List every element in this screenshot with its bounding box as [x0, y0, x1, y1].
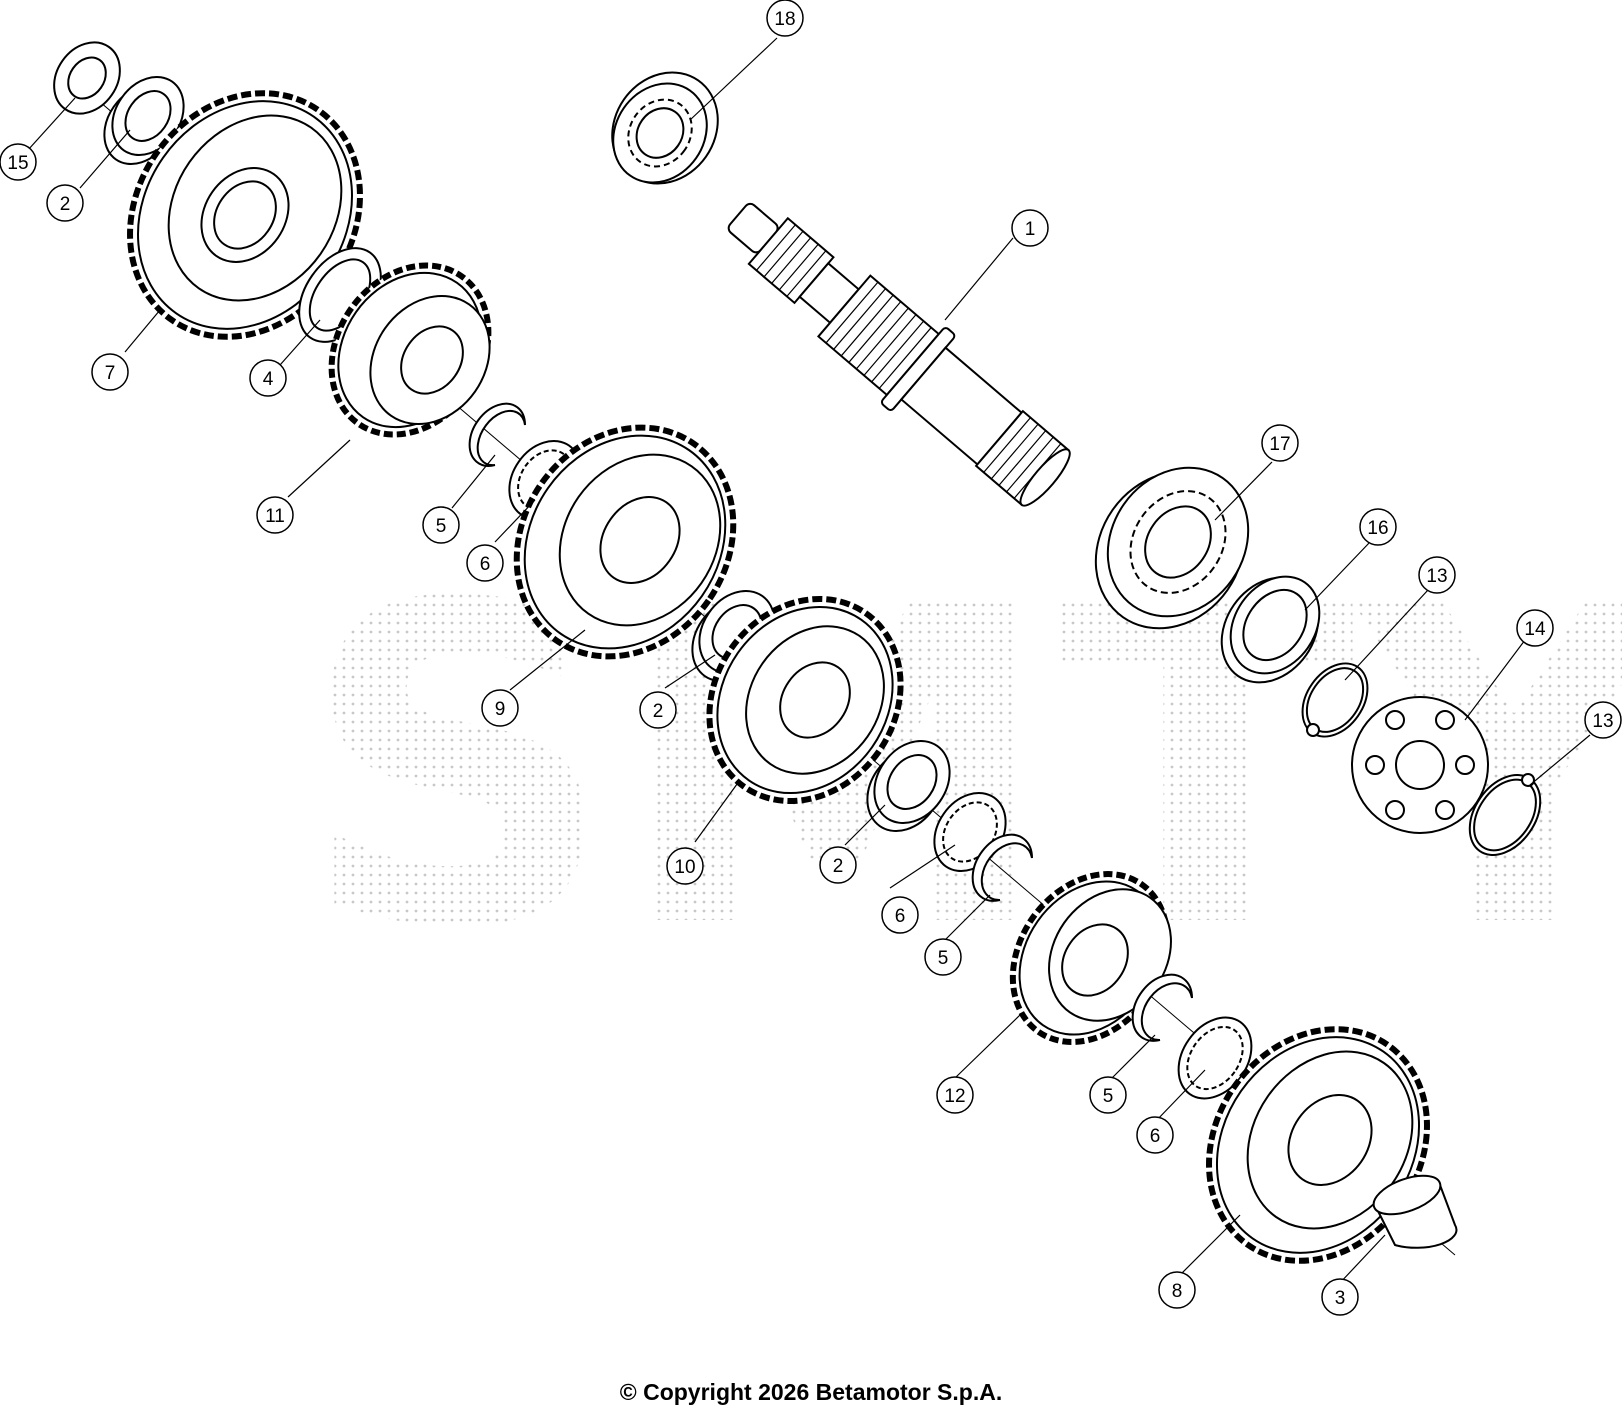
callout-5-middle[interactable]: 5 [924, 938, 962, 976]
callout-10[interactable]: 10 [666, 847, 704, 885]
svg-text:5: 5 [436, 516, 447, 537]
seal-16 [1220, 575, 1321, 684]
copyright-notice: © Copyright 2026 Betamotor S.p.A. [619, 1379, 1003, 1405]
svg-text:6: 6 [480, 554, 491, 575]
callout-6-top[interactable]: 6 [466, 544, 504, 582]
circlip-13-upper [1301, 662, 1369, 738]
callout-4[interactable]: 4 [249, 359, 287, 397]
gear-7 [127, 90, 363, 340]
callout-16[interactable]: 16 [1359, 508, 1397, 546]
callout-15[interactable]: 15 [0, 143, 37, 181]
svg-text:2: 2 [833, 856, 844, 877]
callout-18[interactable]: 18 [766, 0, 804, 37]
callout-13-upper[interactable]: 13 [1418, 556, 1456, 594]
svg-text:5: 5 [938, 948, 949, 969]
svg-text:5: 5 [1103, 1086, 1114, 1107]
gear-8 [1206, 1026, 1430, 1264]
callout-1[interactable]: 1 [1011, 209, 1049, 247]
callout-11[interactable]: 11 [256, 496, 294, 534]
bearing-17 [1094, 466, 1250, 630]
washer-15 [53, 41, 121, 115]
svg-text:12: 12 [944, 1086, 965, 1107]
needle-bearing-2-top [103, 76, 185, 165]
svg-text:4: 4 [263, 369, 274, 390]
callout-5-top[interactable]: 5 [422, 506, 460, 544]
gear-9 [513, 424, 737, 660]
callout-9[interactable]: 9 [481, 689, 519, 727]
svg-text:18: 18 [774, 9, 795, 30]
svg-text:1: 1 [1025, 219, 1036, 240]
callout-2-middle[interactable]: 2 [639, 691, 677, 729]
callout-7[interactable]: 7 [91, 353, 129, 391]
sprocket-14 [1351, 696, 1489, 834]
callout-6-middle[interactable]: 6 [881, 896, 919, 934]
svg-text:8: 8 [1172, 1281, 1183, 1302]
callout-12[interactable]: 12 [936, 1076, 974, 1114]
callout-6-lower[interactable]: 6 [1136, 1116, 1174, 1154]
svg-text:13: 13 [1592, 711, 1613, 732]
svg-text:14: 14 [1524, 619, 1546, 640]
callout-17[interactable]: 17 [1261, 424, 1299, 462]
main-shaft [727, 202, 1071, 507]
callout-14[interactable]: 14 [1516, 609, 1554, 647]
svg-text:11: 11 [265, 506, 285, 527]
svg-text:17: 17 [1269, 434, 1290, 455]
circlip-13-lower [1468, 773, 1542, 856]
callout-2-lower[interactable]: 2 [819, 846, 857, 884]
svg-text:13: 13 [1426, 566, 1447, 587]
svg-text:2: 2 [60, 194, 71, 215]
gear-10 [706, 595, 904, 805]
svg-text:6: 6 [1150, 1126, 1161, 1147]
gear-12 [1009, 871, 1172, 1045]
svg-text:3: 3 [1335, 1288, 1346, 1309]
callout-bubbles: 18 1 15 2 7 4 11 5 6 9 2 10 2 6 5 17 16 … [0, 0, 1622, 1316]
circlip-5-middle [971, 833, 1033, 902]
svg-text:7: 7 [105, 363, 116, 384]
bearing-18 [611, 71, 719, 185]
svg-text:16: 16 [1367, 518, 1388, 539]
gear-11 [328, 262, 492, 438]
callout-8[interactable]: 8 [1158, 1271, 1196, 1309]
svg-text:2: 2 [653, 701, 664, 722]
svg-text:10: 10 [674, 857, 695, 878]
svg-text:6: 6 [895, 906, 906, 927]
callout-5-lower[interactable]: 5 [1089, 1076, 1127, 1114]
circlip-5-lower [1131, 973, 1193, 1042]
callout-2-top[interactable]: 2 [46, 184, 84, 222]
needle-bearing-2-lower [866, 740, 951, 832]
callout-13-lower[interactable]: 13 [1584, 701, 1622, 739]
leader-lines [27, 37, 1591, 1286]
svg-text:9: 9 [495, 699, 506, 720]
circlip-5-top [468, 402, 526, 467]
svg-text:15: 15 [7, 153, 28, 174]
bushing-3 [1372, 1174, 1458, 1249]
callout-3[interactable]: 3 [1321, 1278, 1359, 1316]
